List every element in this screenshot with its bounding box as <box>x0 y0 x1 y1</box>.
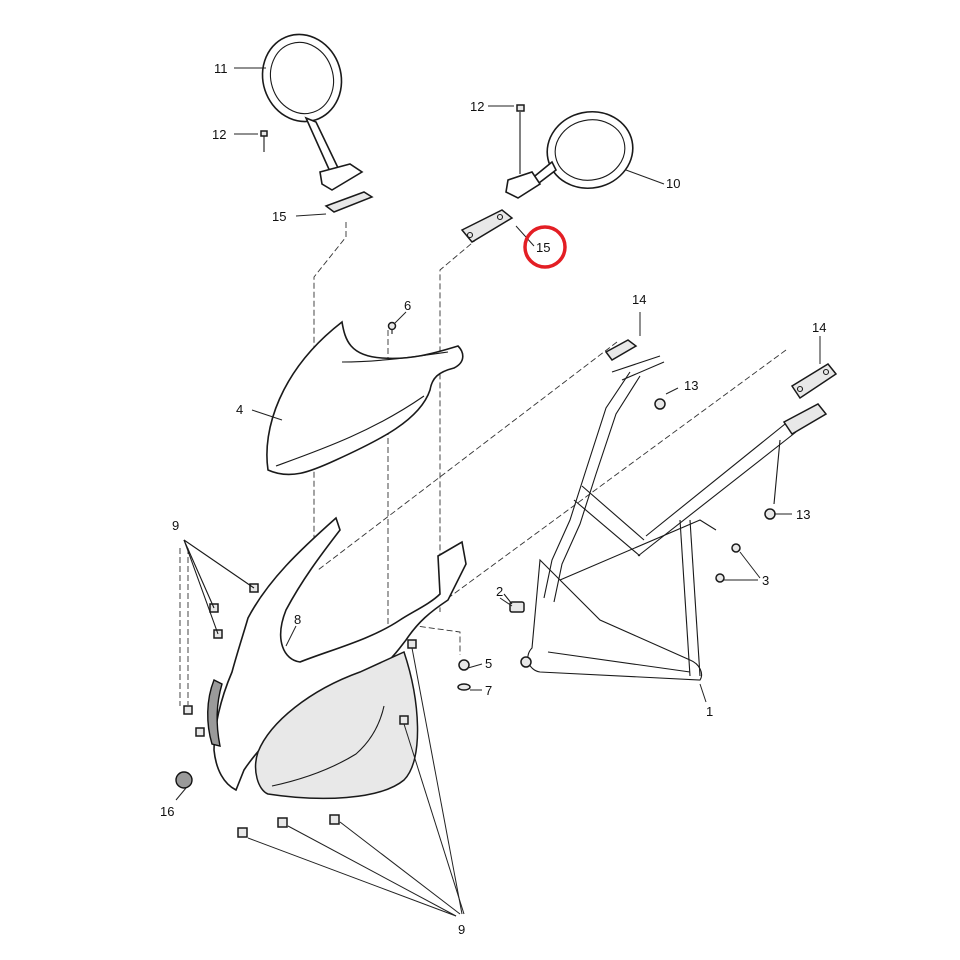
label-4: 4 <box>236 402 243 417</box>
label-16: 16 <box>160 804 174 819</box>
bolt-12-left <box>260 130 268 152</box>
screw-6 <box>387 321 397 334</box>
mirror-right <box>505 104 634 199</box>
clips-9-lower <box>237 639 417 838</box>
mirror-bracket-15-right <box>460 209 514 243</box>
windscreen <box>266 320 464 476</box>
label-9-upper: 9 <box>172 518 179 533</box>
highlight-circle <box>523 225 567 269</box>
label-13-upper: 13 <box>684 378 698 393</box>
leader-lines <box>175 67 821 917</box>
label-15-left: 15 <box>272 209 286 224</box>
label-15-right: 15 <box>536 240 550 255</box>
label-3: 3 <box>762 573 769 588</box>
label-9-lower: 9 <box>458 922 465 937</box>
label-1: 1 <box>706 704 713 719</box>
label-8: 8 <box>294 612 301 627</box>
front-fairing <box>175 516 467 800</box>
mirror-left <box>261 33 374 213</box>
label-12-right: 12 <box>470 99 484 114</box>
bracket-14-right <box>790 363 838 400</box>
label-12-left: 12 <box>212 127 226 142</box>
washer-7 <box>457 683 471 691</box>
label-11: 11 <box>214 61 228 76</box>
label-7: 7 <box>485 683 492 698</box>
label-14-left: 14 <box>632 292 646 307</box>
nut-5 <box>458 659 470 671</box>
nuts-13 <box>654 398 776 520</box>
label-2: 2 <box>496 584 503 599</box>
clips-9-upper <box>183 539 259 737</box>
callout-labels: 11 12 15 12 10 15 6 4 14 14 13 13 3 2 5 … <box>160 61 826 937</box>
label-14-right: 14 <box>812 320 826 335</box>
label-10: 10 <box>666 176 680 191</box>
nuts-3 <box>715 543 741 583</box>
bolt-2 <box>503 593 525 613</box>
fairing-bracket-frame <box>520 339 828 681</box>
label-13-lower: 13 <box>796 507 810 522</box>
label-5: 5 <box>485 656 492 671</box>
label-6: 6 <box>404 298 411 313</box>
